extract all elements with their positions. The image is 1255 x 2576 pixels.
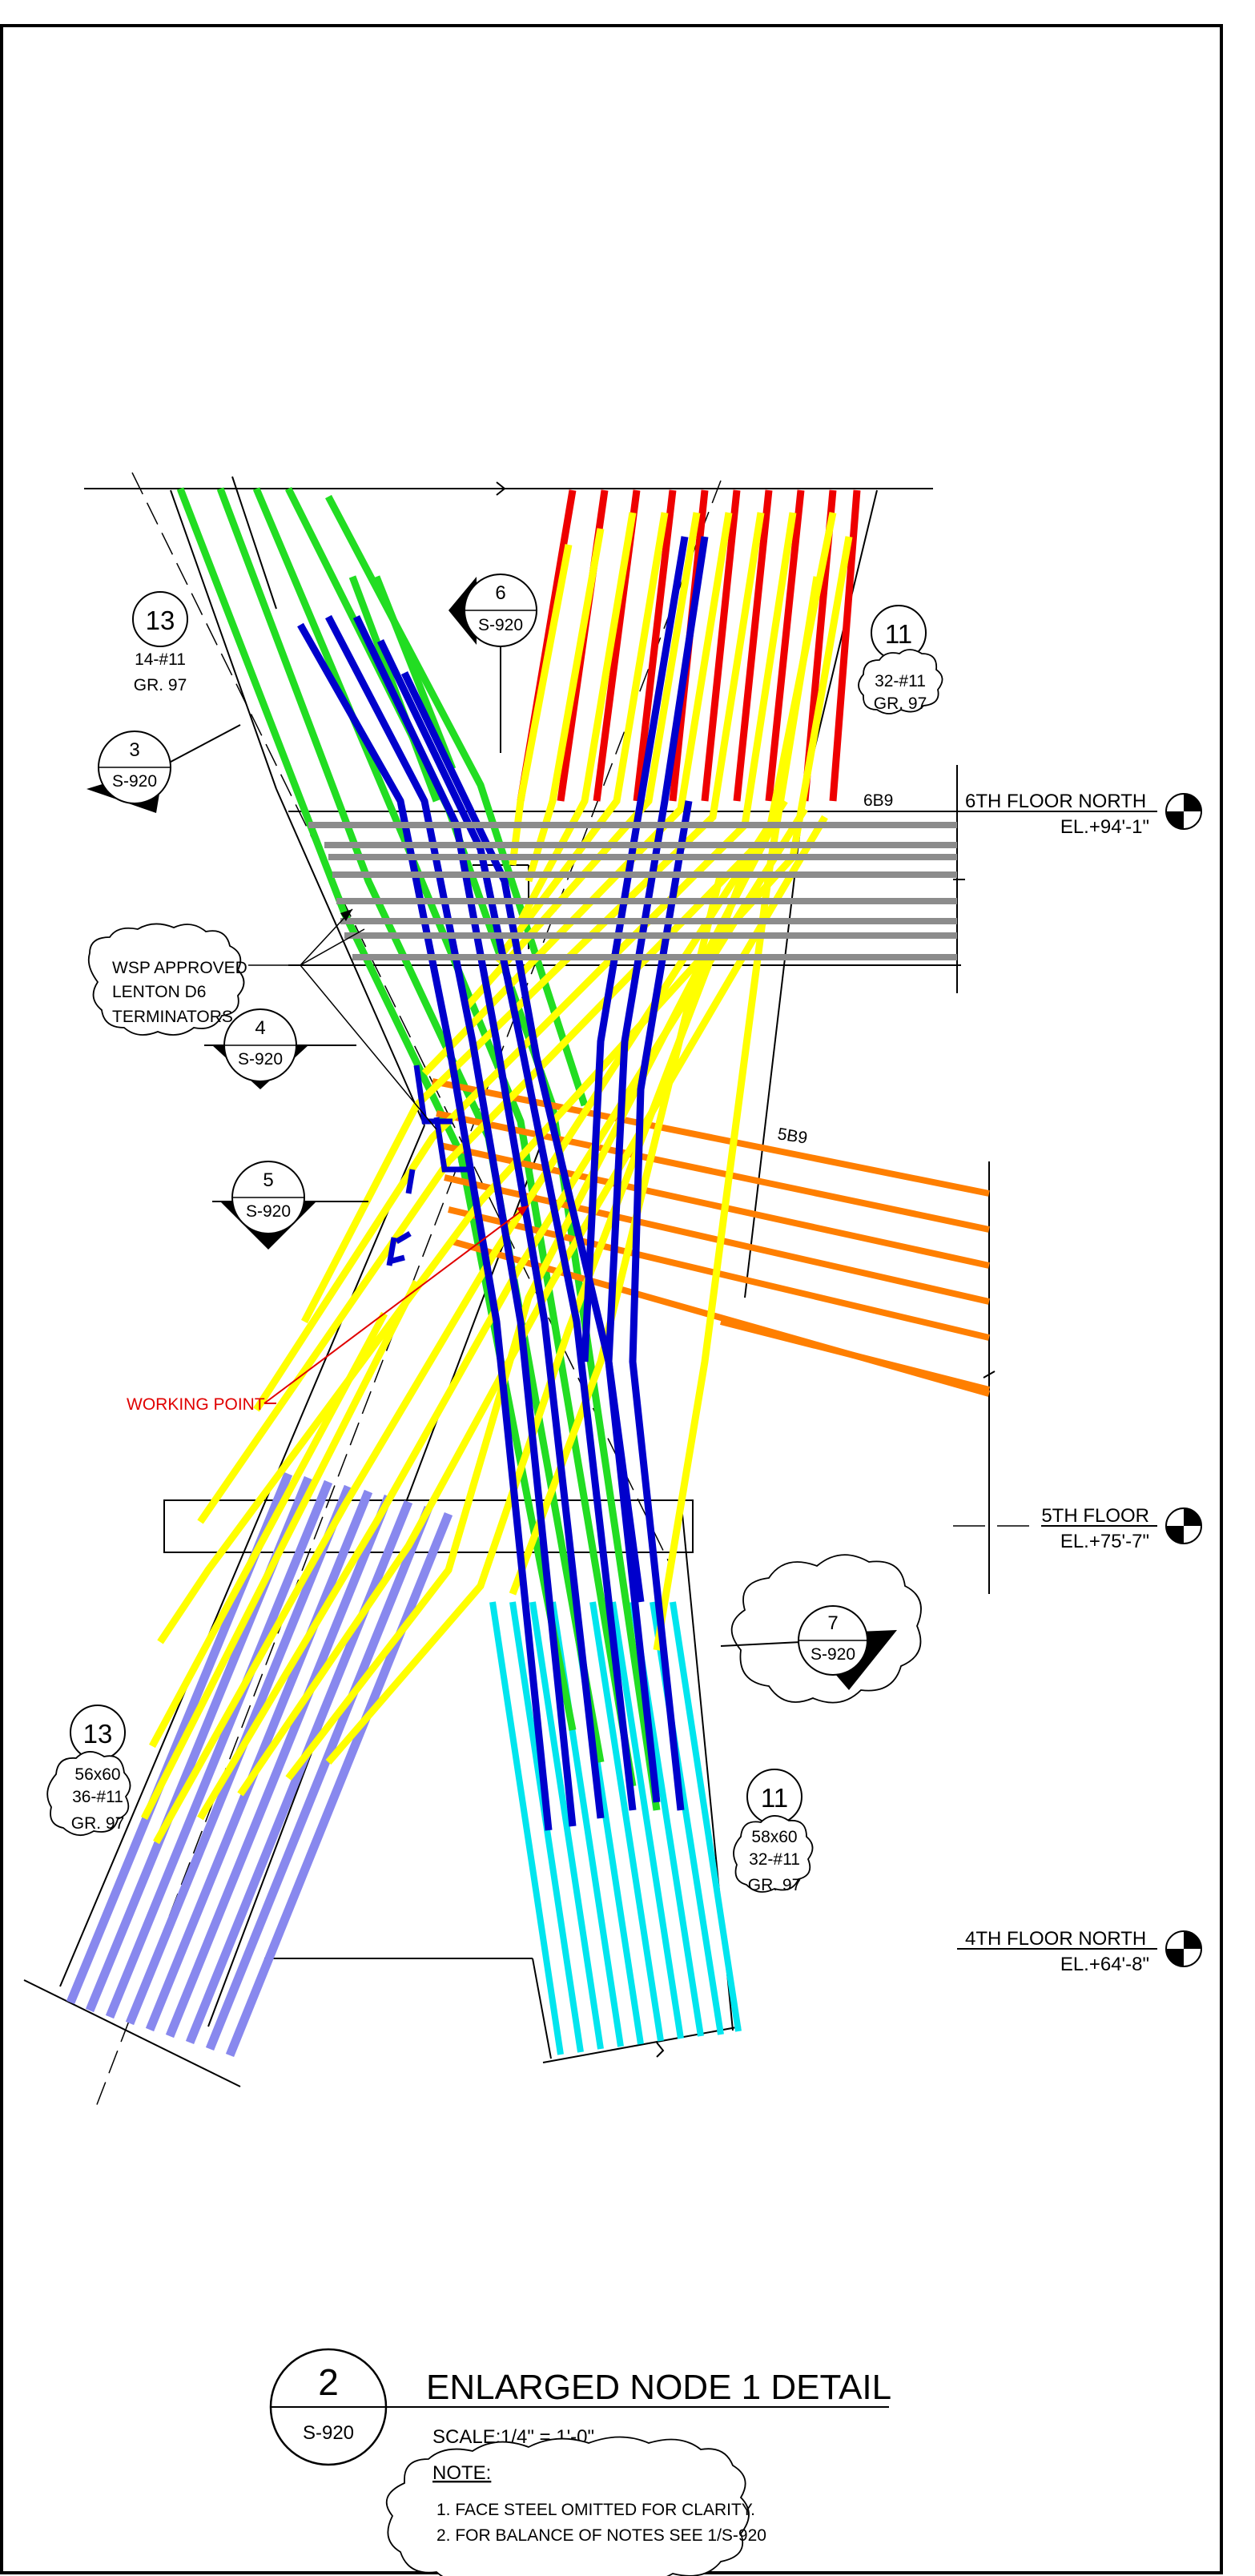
column-tag-upper-right-number: 11	[885, 619, 912, 649]
column-tag-upper-left-number: 13	[146, 606, 175, 635]
note-item-2: 2. FOR BALANCE OF NOTES SEE 1/S-920	[436, 2526, 766, 2545]
column-tag-upper-left-grade: GR. 97	[134, 676, 187, 694]
callout-3-number: 3	[129, 739, 139, 761]
column-tag-lower-right-bars: 32-#11	[749, 1850, 800, 1869]
level-4th-elevation: EL.+64'-8"	[1060, 1954, 1149, 1975]
beam-label-5b9: 5B9	[776, 1125, 809, 1148]
level-6th-floor: 6TH FLOOR NORTH EL.+94'-1"	[961, 791, 1202, 838]
note-item-1: 1. FACE STEEL OMITTED FOR CLARITY.	[436, 2501, 755, 2519]
callout-3[interactable]: 3 S-920	[86, 724, 241, 813]
terminators-note-line1: WSP APPROVED	[112, 959, 247, 977]
column-tag-lower-right: 11 58x60 32-#11 GR. 97	[733, 1769, 814, 1894]
title-block-sheet: S-920	[303, 2422, 354, 2444]
callout-5-number: 5	[263, 1169, 273, 1191]
level-6th-name: 6TH FLOOR NORTH	[965, 791, 1146, 812]
column-tag-upper-left-bars: 14-#11	[135, 650, 186, 669]
level-5th-elevation: EL.+75'-7"	[1060, 1531, 1149, 1552]
callout-7-number: 7	[827, 1612, 838, 1634]
working-point-label: WORKING POINT	[127, 1395, 265, 1414]
callout-7[interactable]: 7 S-920	[720, 1554, 922, 1704]
column-tag-lower-left-grade: GR. 97	[71, 1814, 125, 1833]
callout-5-sheet: S-920	[246, 1202, 291, 1221]
rebar-yellow	[140, 512, 853, 1845]
callout-6-number: 6	[495, 582, 505, 604]
column-tag-upper-right-grade: GR. 97	[874, 694, 927, 713]
level-4th-floor: 4TH FLOOR NORTH EL.+64'-8"	[957, 1928, 1202, 1975]
level-5th-name: 5TH FLOOR	[1041, 1505, 1149, 1527]
column-tag-lower-left: 13 56x60 36-#11 GR. 97	[46, 1705, 131, 1836]
callout-7-sheet: S-920	[811, 1645, 855, 1664]
callout-4-number: 4	[255, 1017, 265, 1039]
column-tag-lower-right-number: 11	[761, 1783, 788, 1813]
callout-4-sheet: S-920	[238, 1050, 283, 1069]
level-6th-elevation: EL.+94'-1"	[1060, 816, 1149, 838]
terminators-note-line3: TERMINATORS	[112, 1008, 233, 1026]
callout-6[interactable]: 6 S-920	[449, 574, 537, 753]
level-4th-name: 4TH FLOOR NORTH	[965, 1928, 1146, 1950]
column-tag-lower-left-bars: 36-#11	[72, 1788, 123, 1806]
column-tag-upper-right-bars: 32-#11	[875, 672, 926, 690]
column-tag-lower-left-size: 56x60	[74, 1765, 120, 1784]
terminators-note-line2: LENTON D6	[112, 983, 206, 1001]
working-point-note: WORKING POINT	[127, 1205, 529, 1414]
notes-cloud: NOTE: 1. FACE STEEL OMITTED FOR CLARITY.…	[385, 2436, 766, 2576]
drawing-title: ENLARGED NODE 1 DETAIL	[426, 2368, 891, 2407]
title-block: 2 S-920 ENLARGED NODE 1 DETAIL SCALE: 1/…	[269, 2348, 891, 2466]
notes-heading: NOTE:	[432, 2462, 491, 2484]
rebar-gray	[308, 822, 957, 960]
column-tag-lower-left-number: 13	[83, 1719, 113, 1749]
terminator-hooks	[386, 1065, 473, 1266]
rebar-blue	[297, 536, 709, 1831]
level-5th-floor: 5TH FLOOR EL.+75'-7"	[1041, 1505, 1202, 1552]
callout-6-sheet: S-920	[478, 616, 523, 634]
title-block-number: 2	[318, 2361, 339, 2403]
callout-3-sheet: S-920	[112, 772, 157, 791]
callout-4[interactable]: 4 S-920	[204, 1008, 356, 1089]
column-tag-lower-right-grade: GR. 97	[748, 1876, 802, 1894]
terminators-note: WSP APPROVED LENTON D6 TERMINATORS	[87, 908, 437, 1130]
beam-label-6b9: 6B9	[863, 791, 893, 810]
column-tag-upper-left: 13 14-#11 GR. 97	[132, 591, 188, 694]
callout-5[interactable]: 5 S-920	[212, 1161, 368, 1250]
column-tag-upper-right: 11 32-#11 GR. 97	[858, 605, 943, 714]
column-tag-lower-right-size: 58x60	[751, 1828, 797, 1846]
